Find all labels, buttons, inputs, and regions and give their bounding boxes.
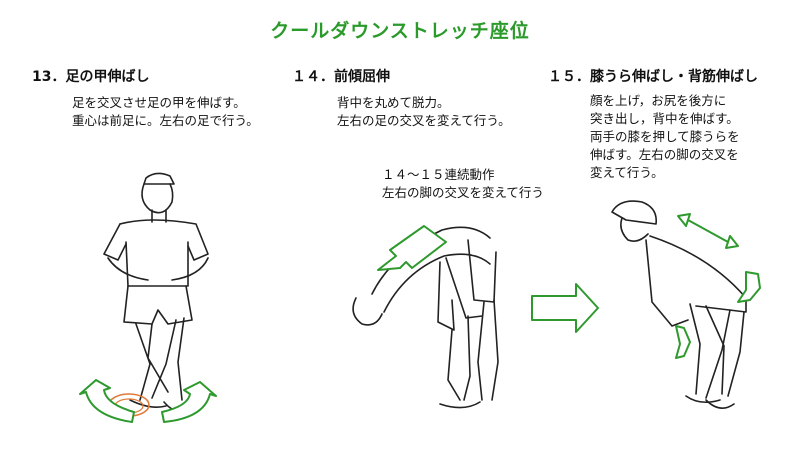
rotate-left-arrow [79, 379, 135, 423]
section-14-body: 背中を丸めて脱力。 左右の足の交叉を変えて行う。 [337, 94, 511, 130]
down-left-arrow [377, 225, 447, 271]
section-13-line: 足を交叉させ足の甲を伸ばす。 [72, 95, 246, 110]
section-14-heading: １４．前傾屈伸 [292, 69, 390, 85]
continuous-caption: １４～１５連続動作 左右の脚の交叉を変えて行う [382, 166, 544, 202]
page-title: クールダウンストレッチ座位 [270, 20, 530, 42]
rotate-right-arrow [161, 381, 217, 423]
figure-back-stretch [611, 200, 747, 409]
knee-push-arrow [675, 325, 691, 359]
back-stretch-arrow [677, 213, 739, 249]
section-13-body: 足を交叉させ足の甲を伸ばす。 重心は前足に。左右の足で行う。 [72, 94, 259, 130]
figure-forward-bend [352, 226, 499, 409]
caption-line: 左右の脚の交叉を変えて行う [382, 185, 544, 200]
hip-push-arrow [737, 271, 761, 303]
caption-line: １４～１５連続動作 [382, 167, 495, 182]
section-15-body: 顔を上げ，お尻を後方に 突き出し，背中を伸ばす。 両手の膝を押して膝うらを 伸ば… [590, 92, 740, 182]
section-15-line: 両手の膝を押して膝うらを [590, 129, 740, 144]
section-13-heading: 13．足の甲伸ばし [32, 69, 150, 85]
section-15-line: 突き出し，背中を伸ばす。 [590, 111, 739, 126]
section-15-line: 変えて行う。 [590, 165, 664, 180]
figure-foot-stretch [103, 172, 209, 412]
section-15-line: 伸ばす。左右の脚の交叉を [590, 147, 739, 162]
section-15-heading: １５．膝うら伸ばし・背筋伸ばし [548, 69, 758, 85]
section-15-line: 顔を上げ，お尻を後方に [590, 93, 727, 108]
section-14-line: 背中を丸めて脱力。 [337, 95, 450, 110]
section-13-line: 重心は前足に。左右の足で行う。 [72, 113, 259, 128]
section-14-line: 左右の足の交叉を変えて行う。 [337, 113, 511, 128]
continue-right-arrow [531, 283, 599, 333]
